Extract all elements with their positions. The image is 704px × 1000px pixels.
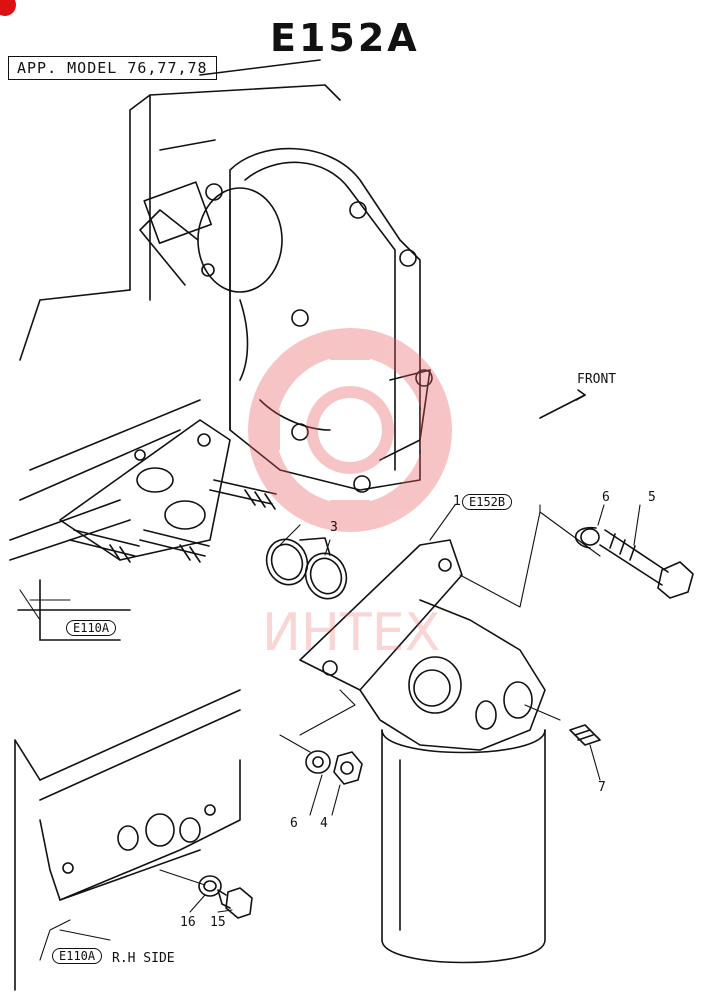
adapter-plate	[59, 419, 231, 561]
oil-cooler	[139, 147, 433, 493]
washer-16-plug-15	[198, 875, 253, 919]
ref-e110a-top: E110A	[66, 620, 117, 636]
part-7-label: 7	[598, 780, 606, 795]
part-6-bottom-label: 6	[290, 816, 298, 831]
plug-7	[569, 724, 601, 746]
diagram-title: E152A	[270, 16, 420, 60]
part-5-label: 5	[648, 490, 656, 505]
corner-badge	[0, 0, 16, 16]
part-3-label: 3	[330, 520, 338, 535]
part-4-label: 4	[320, 816, 328, 831]
filter-cartridge	[381, 729, 546, 964]
part-1-label: 1	[453, 494, 461, 509]
leader-lines	[19, 504, 641, 961]
ref-e152b: E152B	[462, 494, 513, 510]
bolt-5	[599, 529, 694, 599]
part-15-label: 15	[210, 915, 226, 930]
filter-head	[299, 539, 546, 751]
lower-block	[14, 689, 241, 991]
front-label: FRONT	[577, 372, 617, 387]
engine-block-outline	[9, 59, 341, 641]
front-arrow	[539, 389, 586, 419]
ref-e110a-bottom: E110A	[52, 948, 103, 964]
washer-6-top	[574, 526, 600, 549]
part-6-top-label: 6	[602, 490, 610, 505]
part-16-label: 16	[180, 915, 196, 930]
nut-4-washer-6	[305, 750, 363, 785]
rh-side-label: R.H SIDE	[112, 951, 175, 966]
watermark-text: ИНТЕХ	[262, 603, 440, 663]
gaskets	[265, 537, 348, 600]
app-model-label: APP. MODEL 76,77,78	[8, 56, 217, 80]
studs	[69, 479, 277, 563]
watermark-logo	[248, 328, 452, 532]
